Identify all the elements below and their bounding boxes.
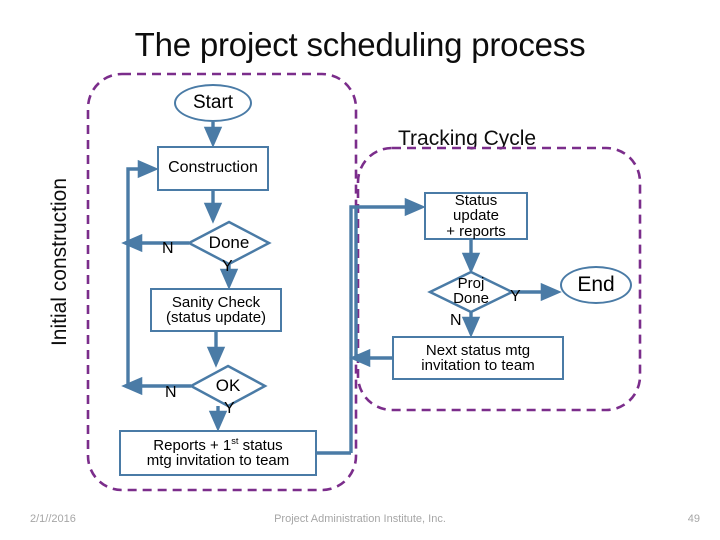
node-proj-done-decision[interactable]: Proj Done [430,272,512,312]
node-end-label: End [577,273,615,297]
node-next-status-line2: invitation to team [421,357,535,374]
node-status-line2: update [453,207,499,225]
footer-page-number: 49 [687,513,700,525]
node-reports-line2: mtg invitation to team [146,452,290,469]
branch-label-ok-yes: Y [224,400,235,417]
node-status-line3: + reports [446,222,506,240]
footer-org: Project Administration Institute, Inc. [274,513,446,525]
node-end[interactable]: End [560,266,632,304]
node-done-decision[interactable]: Done [189,222,269,264]
node-next-status-text: Next status mtg invitation to team [421,343,534,374]
node-proj-done-line1: Proj [457,275,485,293]
tracking-cycle-group-frame [356,146,642,412]
decision-shapes [186,220,515,408]
node-proj-done-text: Proj Done [453,275,489,307]
node-reports-line1-a: Reports + 1 [153,436,232,454]
node-reports-invitation[interactable]: Reports + 1st status mtg invitation to t… [119,430,317,476]
branch-label-ok-no: N [165,384,177,401]
node-sanity-line1: Sanity Check [171,293,261,311]
node-start[interactable]: Start [174,84,252,122]
node-ok-label: OK [215,375,241,395]
node-sanity-check[interactable]: Sanity Check (status update) [150,288,282,332]
node-next-status-line1: Next status mtg [425,341,531,359]
tracking-cycle-label: Tracking Cycle [398,127,537,150]
branch-label-done-yes: Y [222,258,233,275]
branch-label-proj-done-yes: Y [510,288,521,305]
node-construction-label: Construction [168,159,258,177]
node-status-update[interactable]: Status update + reports [424,192,528,240]
node-proj-done-line2: Done [453,290,489,307]
branch-label-done-no: N [162,240,174,257]
node-start-label: Start [192,92,234,114]
node-reports-line1-b: status [238,436,283,454]
node-done-label: Done [208,232,250,252]
node-sanity-check-text: Sanity Check (status update) [166,295,266,326]
node-status-line1: Status [454,192,498,210]
footer-date: 2/1//2016 [30,513,76,525]
flow-arrows [121,122,562,455]
node-construction[interactable]: Construction [157,146,269,191]
node-reports-line1-sup: st [231,435,239,446]
node-reports-text: Reports + 1st status mtg invitation to t… [146,435,290,469]
page-title: The project scheduling process [134,26,586,63]
branch-label-proj-done-no: N [450,312,462,329]
node-sanity-line2: (status update) [165,309,267,326]
node-status-update-text: Status update + reports [446,193,506,239]
node-ok-decision[interactable]: OK [191,366,265,406]
node-next-status-mtg[interactable]: Next status mtg invitation to team [392,336,564,380]
